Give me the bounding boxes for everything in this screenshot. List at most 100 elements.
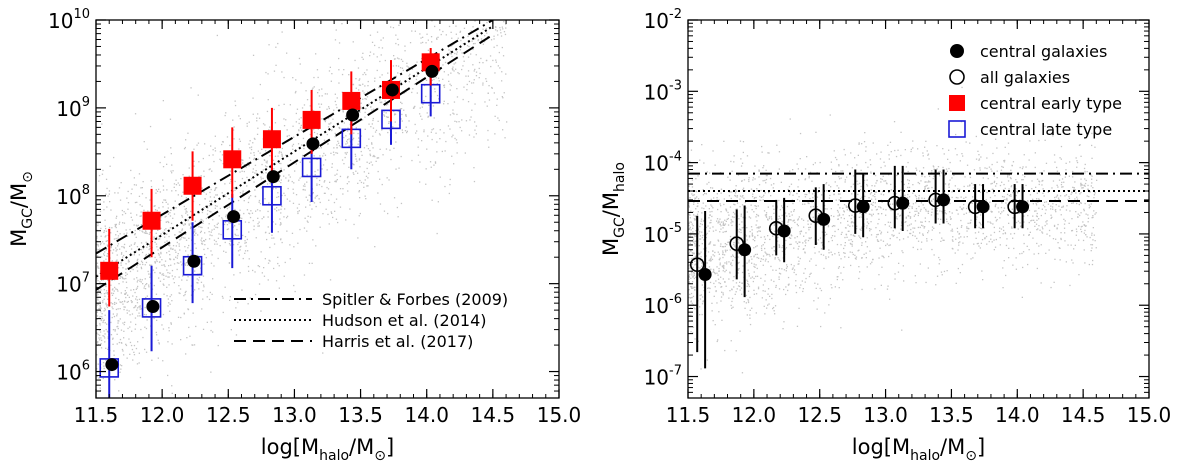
cloud-point [260,310,262,312]
cloud-point [814,162,816,164]
cloud-point [311,208,313,210]
cloud-point [858,277,860,280]
cloud-point [248,221,250,224]
cloud-point [190,226,192,228]
cloud-point [103,201,105,203]
cloud-point [1013,210,1015,213]
cloud-point [264,124,266,126]
cloud-point [996,170,998,172]
cloud-point [1068,222,1070,224]
cloud-point [113,290,115,292]
cloud-point [694,286,696,288]
cloud-point [300,82,302,84]
cloud-point [97,245,100,247]
cloud-point [880,178,882,180]
cloud-point [705,226,708,229]
cloud-point [412,88,414,90]
cloud-point [428,104,430,106]
cloud-point [256,117,258,119]
cloud-point [735,185,737,187]
cloud-point [945,168,948,170]
cloud-point [879,158,882,160]
cloud-point [843,148,845,151]
cloud-point [693,286,695,288]
cloud-point [417,146,419,148]
cloud-point [895,193,897,195]
cloud-point [918,212,920,214]
cloud-point [716,197,718,199]
cloud-point [423,131,425,133]
cloud-point [762,180,764,182]
cloud-point [184,264,187,266]
cloud-point [1070,193,1072,195]
cloud-point [367,80,369,83]
cloud-point [356,160,358,162]
cloud-point [718,267,720,270]
cloud-point [362,52,364,54]
cloud-point [876,239,879,241]
cloud-point [944,183,947,185]
cloud-point [731,224,733,227]
cloud-point [1031,180,1033,182]
cloud-point [289,258,291,260]
cloud-point [328,106,330,108]
cloud-point [779,209,781,211]
cloud-point [1084,224,1086,226]
cloud-point [360,107,362,109]
data-point [146,299,160,313]
cloud-point [861,196,863,198]
cloud-point [107,245,109,247]
cloud-point [148,286,150,288]
cloud-point [244,221,247,223]
cloud-point [467,70,470,72]
cloud-point [460,39,462,42]
cloud-point [235,307,237,309]
cloud-point [288,174,290,176]
cloud-point [709,172,711,174]
cloud-point [327,188,330,190]
cloud-point [200,281,203,283]
cloud-point [1019,253,1021,255]
cloud-point [258,201,260,203]
cloud-point [770,184,773,186]
cloud-point [362,98,364,100]
cloud-point [284,194,286,197]
cloud-point [1034,221,1036,223]
cloud-point [881,178,883,181]
cloud-point [901,181,903,183]
cloud-point [309,105,311,107]
cloud-point [705,234,707,236]
cloud-point [475,54,477,56]
cloud-point [860,229,862,231]
cloud-point [229,170,231,172]
cloud-point [203,175,205,178]
cloud-point [1032,237,1034,239]
cloud-point [135,296,138,298]
cloud-point [1054,196,1056,199]
cloud-point [701,231,703,233]
cloud-point [851,193,853,195]
cloud-point [162,179,164,181]
cloud-point [908,179,910,182]
cloud-point [793,219,795,221]
cloud-point [1036,215,1038,218]
cloud-point [202,275,205,277]
cloud-point [346,140,348,142]
cloud-point [273,243,276,245]
cloud-point [125,268,127,270]
cloud-point [751,229,753,231]
cloud-point [690,229,692,231]
cloud-point [333,201,336,204]
cloud-point [213,265,215,267]
cloud-point [1084,182,1087,185]
cloud-point [713,244,715,246]
cloud-point [176,255,179,257]
cloud-point [722,250,724,252]
cloud-point [719,257,721,259]
cloud-point [1012,217,1014,219]
cloud-point [312,87,314,89]
cloud-point [722,294,724,296]
cloud-point [425,79,428,81]
cloud-point [316,158,318,160]
